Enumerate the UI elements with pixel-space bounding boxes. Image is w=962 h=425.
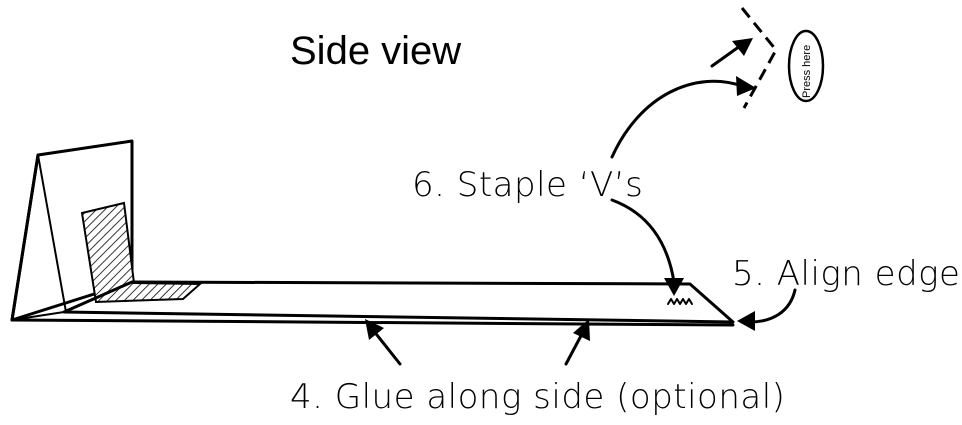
- arrow-to-fold-upper: [710, 44, 742, 68]
- arrow-staple: [610, 198, 676, 284]
- staple-marks: [667, 298, 693, 305]
- arrow-glue-left: [371, 328, 402, 366]
- arrow-glue-right: [564, 330, 585, 366]
- v-fold-dashed: [740, 7, 778, 109]
- arrow-to-fold: [610, 79, 744, 159]
- arrowhead-staple: [664, 278, 684, 296]
- arrowhead-glue-left: [365, 319, 384, 340]
- base-strip: [10, 280, 735, 327]
- label-glue: 4. Glue along side (optional): [290, 377, 785, 417]
- diagram-title: Side view: [290, 29, 461, 73]
- arrowhead-fold-lower: [736, 76, 756, 96]
- press-here-label: Press here: [801, 45, 813, 98]
- arrowhead-align: [737, 311, 755, 331]
- arrowhead-fold-upper: [732, 38, 753, 56]
- arrowhead-glue-right: [573, 319, 590, 341]
- arrow-align: [748, 288, 797, 324]
- label-staple: 6. Staple ‘V’s: [412, 165, 643, 205]
- hatched-opening: [80, 201, 203, 304]
- label-align: 5. Align edge: [732, 254, 960, 294]
- press-here-button: Press here: [787, 29, 825, 103]
